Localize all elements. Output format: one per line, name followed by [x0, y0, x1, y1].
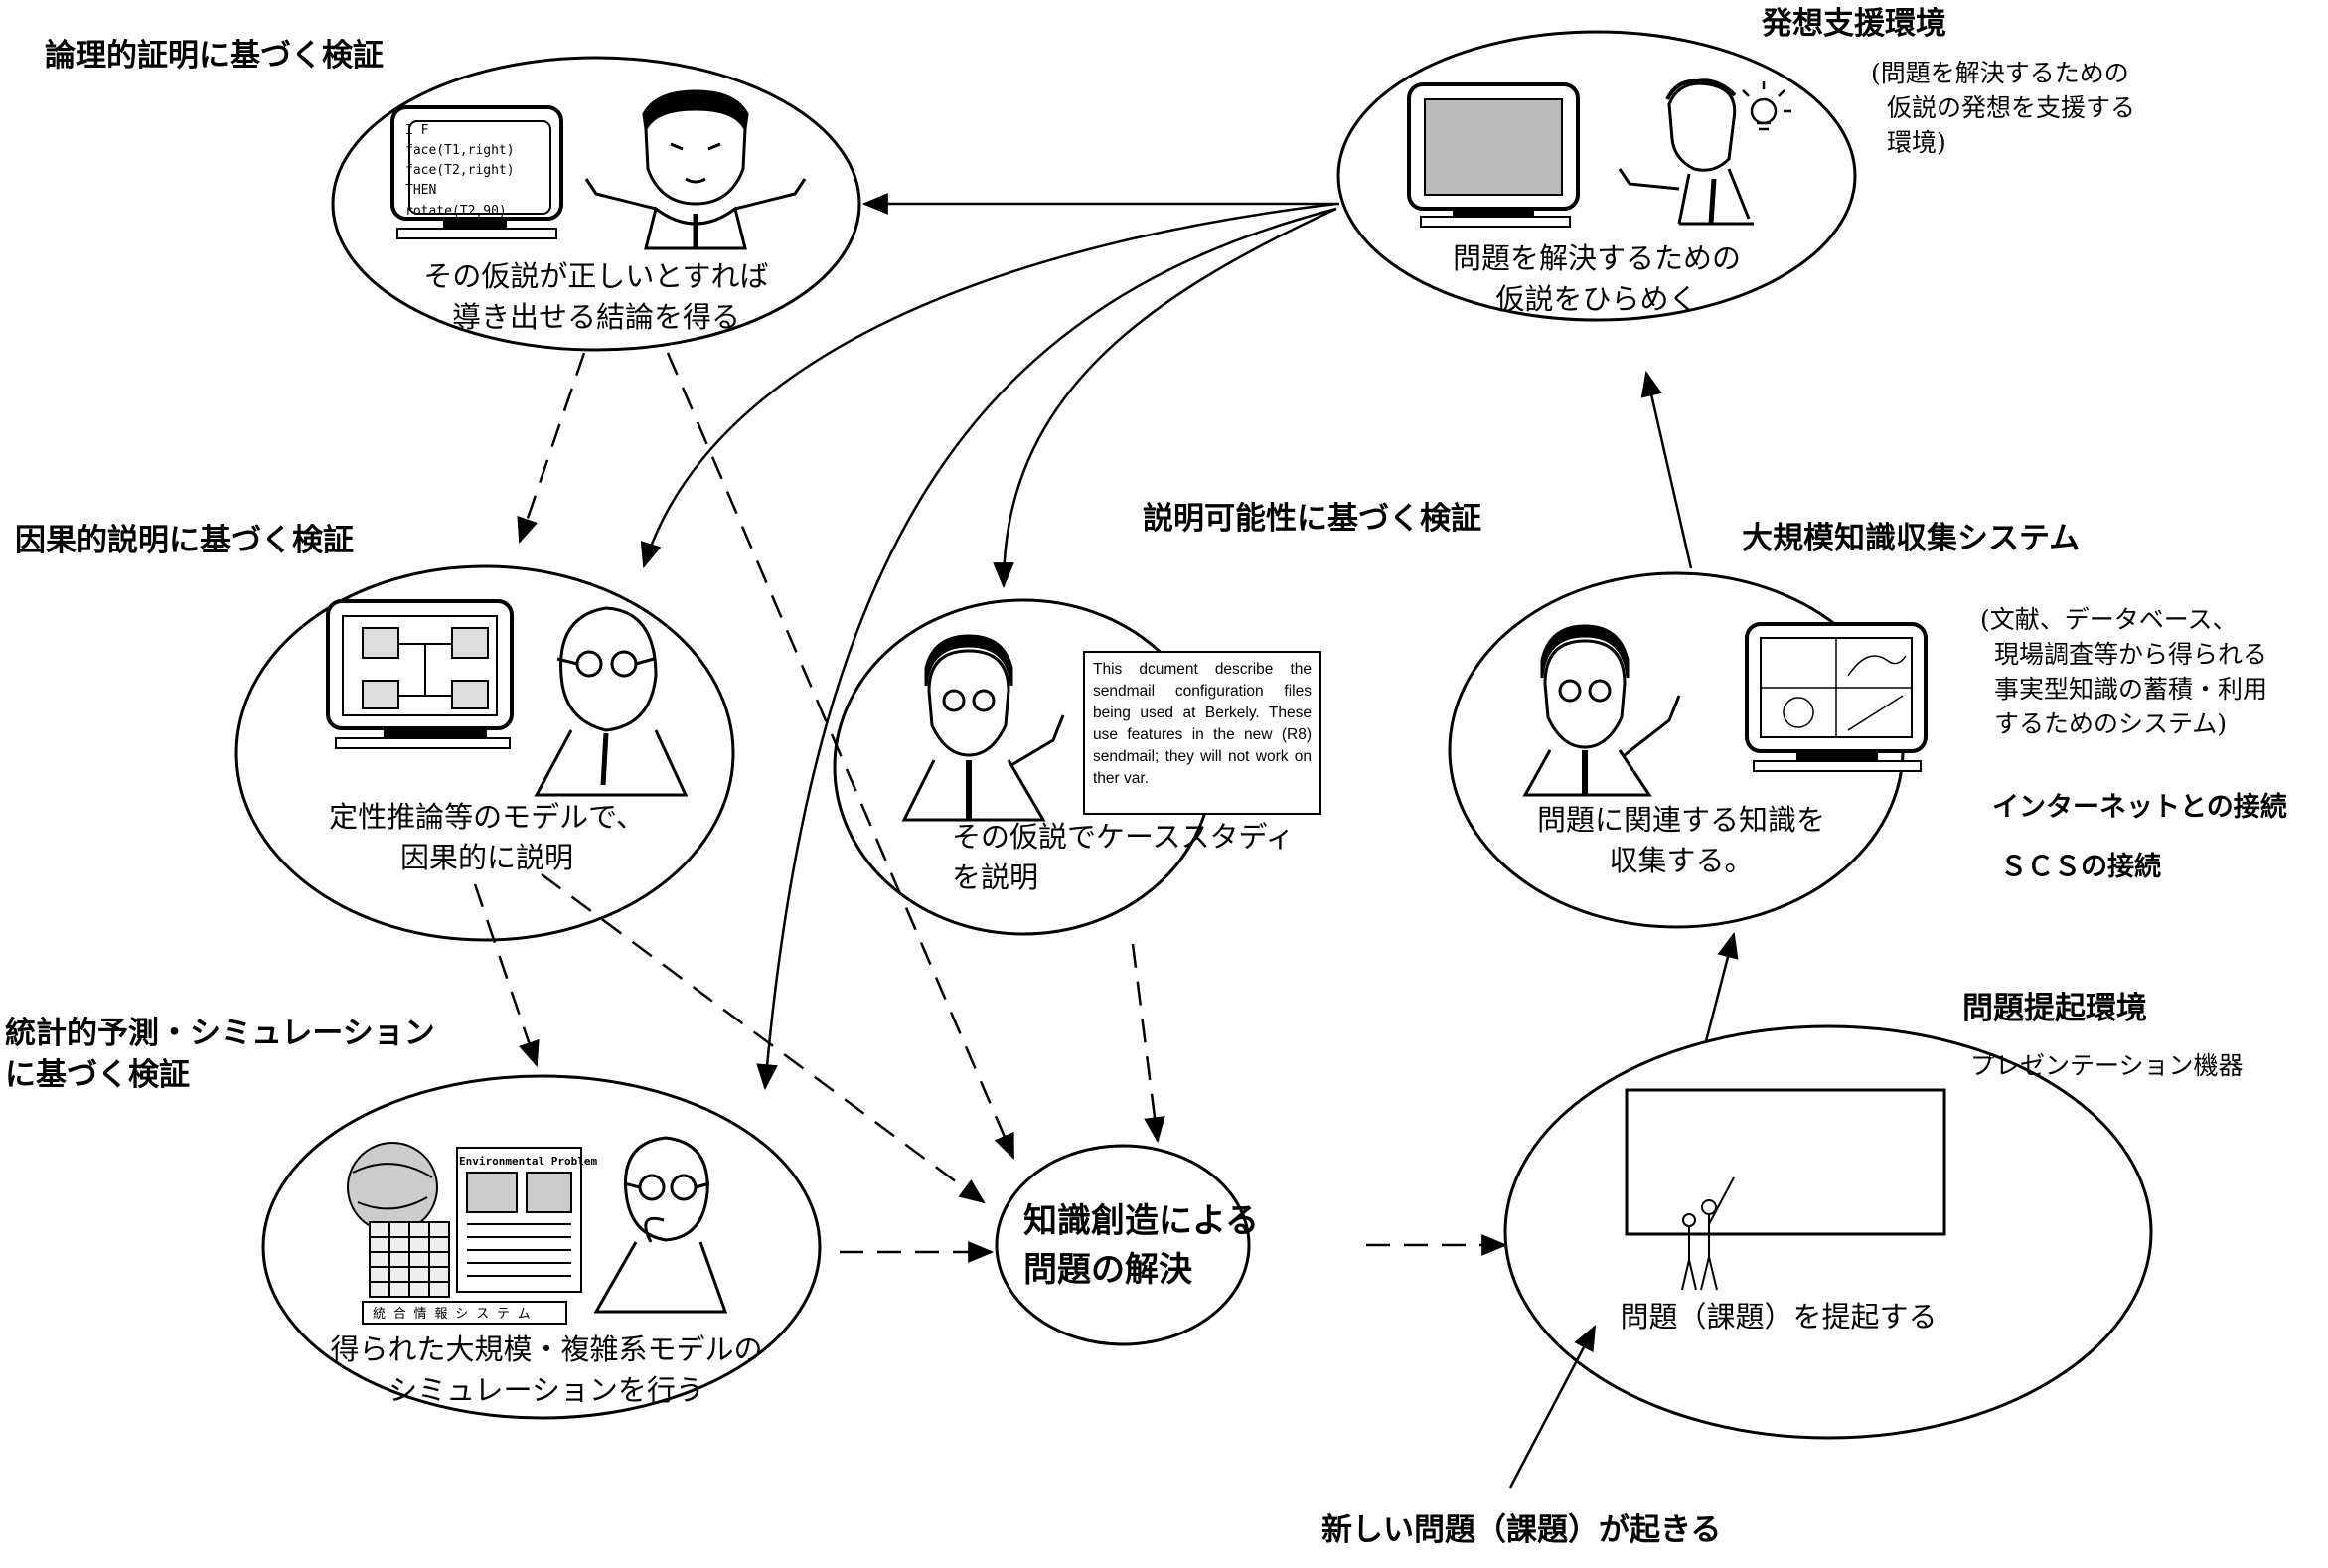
- internet-connection-label: インターネットとの接続: [1992, 792, 2287, 823]
- presentation-board: [1625, 1088, 1946, 1236]
- person-glasses-icon: [1522, 624, 1681, 797]
- lightbulb-icon: [1742, 81, 1791, 131]
- logical-caption: その仮説が正しいとすれば 導き出せる結論を得る: [423, 259, 769, 334]
- causal-verification-label: 因果的説明に基づく検証: [15, 523, 354, 558]
- simulation-caption: 得られた大規模・複雑系モデルの シミュレーションを行う: [330, 1333, 763, 1407]
- simulation-panel-footer: 統 合 情 報 シ ス テ ム: [373, 1307, 531, 1322]
- person-glasses-icon: [534, 606, 689, 797]
- idea-support-env-label: 発想支援環境: [1762, 6, 1946, 42]
- monitor-icon: [390, 105, 563, 239]
- person-arms-raised-icon: [584, 89, 807, 250]
- monitor-icon: [1745, 622, 1928, 772]
- dashed-causal-to-simulation: [473, 883, 540, 1068]
- info-system-panel-icon: [362, 1147, 582, 1325]
- dashed-logical-to-knowledge: [666, 352, 1015, 1160]
- monitor-icon: [1407, 82, 1580, 228]
- problem-raising-env-label: 問題提起環境: [1962, 991, 2147, 1026]
- dashed-logical-to-causal: [517, 352, 586, 545]
- problem-caption: 問題（課題）を提起する: [1620, 1300, 1938, 1333]
- arrow-problem-to-collect: [1704, 931, 1739, 1042]
- knowledge-collection-system-label: 大規模知識収集システム: [1742, 521, 2081, 556]
- knowledge-creation-caption: 知識創造による 問題の解決: [1023, 1201, 1259, 1291]
- monitor-icon: [326, 599, 514, 749]
- logical-verification-label: 論理的証明に基づく検証: [45, 38, 384, 74]
- globe-icon: [347, 1142, 438, 1233]
- simulation-panel-title: Environmental Problem: [459, 1155, 598, 1168]
- arrow-idea-to-simulation: [756, 207, 1337, 1091]
- node-knowledge-ellipse: [995, 1144, 1251, 1346]
- person-glasses-icon: [901, 634, 1065, 822]
- person-idea-icon: [1618, 78, 1754, 226]
- dashed-causal-to-knowledge: [541, 872, 986, 1204]
- presenter-icon: [1681, 1176, 1735, 1291]
- presentation-equipment-label: プレゼンテーション機器: [1970, 1051, 2244, 1080]
- collect-caption: 問題に関連する知識を 収集する。: [1536, 803, 1825, 877]
- causal-caption: 定性推論等のモデルで、 因果的に説明: [329, 800, 645, 874]
- new-problem-label: 新しい問題（課題）が起きる: [1321, 1512, 1722, 1548]
- scs-connection-label: ＳＣＳの接続: [2000, 852, 2161, 882]
- arrow-collect-to-idea: [1640, 370, 1693, 569]
- arrow-idea-to-causal: [640, 202, 1337, 569]
- explainability-verification-label: 説明可能性に基づく検証: [1143, 501, 1481, 537]
- mechanical-model-icon: [362, 627, 489, 709]
- statistical-verification-label: 統計的予測・シミュレーション に基づく検証: [5, 1016, 435, 1093]
- explain-document-box: This dcument describe the sendmail confi…: [1083, 651, 1321, 815]
- arrow-idea-to-explain: [993, 207, 1337, 589]
- explain-caption: その仮説でケーススタディ を説明: [952, 820, 1295, 894]
- person-thinking-icon: [593, 1136, 728, 1314]
- arrow-new-problem: [1508, 1325, 1597, 1489]
- dashed-explain-to-knowledge: [1131, 943, 1165, 1144]
- idea-caption: 問題を解決するための 仮説をひらめく: [1452, 241, 1741, 316]
- knowledge-collection-system-note: (文献、データベース、 現場調査等から得られる 事実型知識の蓄積・利用 するため…: [1980, 605, 2268, 738]
- idea-support-env-note: (問題を解決するための 仮説の発想を支援する 環境): [1871, 59, 2136, 157]
